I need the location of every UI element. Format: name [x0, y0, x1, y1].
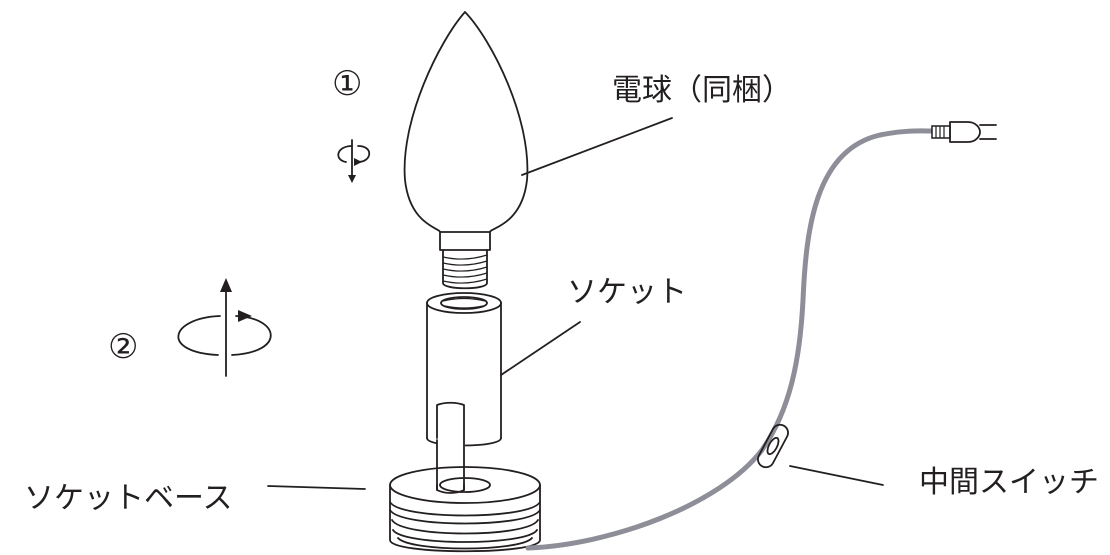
bulb-glass [403, 11, 529, 233]
bulb-neck [439, 231, 491, 251]
bulb-leader-line [521, 117, 673, 176]
socket-base-leader-line [267, 485, 366, 490]
power-plug-icon [931, 121, 997, 143]
inline-switch [757, 423, 884, 486]
socket-base-label: ソケットベース [24, 481, 233, 516]
switch-leader-line [789, 465, 884, 486]
bulb-thread [442, 249, 488, 290]
rotate-down-arrow-icon [337, 139, 371, 183]
bulb-label: 電球（同梱） [612, 73, 792, 108]
rotate-up-arrow-icon [177, 278, 272, 377]
step-1-number: ① [332, 64, 362, 104]
socket [426, 292, 581, 447]
socket-base [389, 439, 541, 553]
switch-label: 中間スイッチ [919, 465, 1099, 500]
power-cord [525, 128, 935, 551]
step-2-number: ② [108, 327, 138, 367]
socket-label: ソケット [567, 275, 687, 310]
socket-leader-line [500, 321, 581, 376]
bulb [403, 11, 673, 290]
